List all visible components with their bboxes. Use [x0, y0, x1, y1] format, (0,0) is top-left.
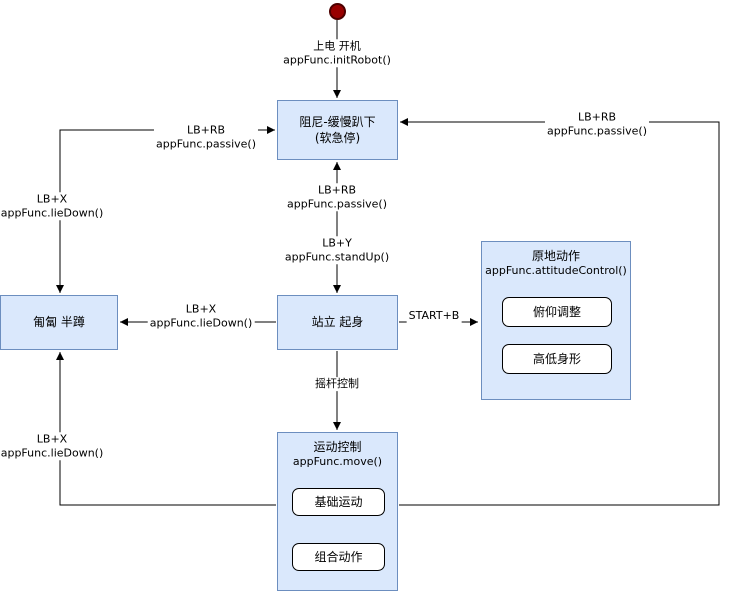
edge-label-passive-center-line1: LB+RB	[317, 183, 357, 197]
edge-label-lie-down-left-line1: LB+X	[36, 192, 68, 206]
initial-state-node	[329, 3, 346, 20]
edge-label-passive-right: LB+RB appFunc.passive()	[544, 110, 650, 138]
edge-label-start-b-line1: START+B	[408, 309, 460, 323]
edge-label-passive-right-line1: LB+RB	[577, 110, 617, 124]
node-stand-label: 站立 起身	[311, 315, 364, 330]
edge-label-lie-down-mid-line1: LB+X	[185, 302, 217, 316]
node-stand: 站立 起身	[277, 295, 398, 350]
edge-label-joystick: 摇杆控制	[313, 377, 361, 391]
edge-move-to-crouch	[56, 352, 276, 506]
node-crouch: 匍匐 半蹲	[0, 295, 118, 350]
edge-label-passive-center: LB+RB appFunc.passive()	[284, 183, 390, 211]
edge-label-passive-center-line2: appFunc.passive()	[286, 197, 388, 210]
node-pitch-adjust: 俯仰调整	[502, 297, 612, 327]
node-crouch-label: 匍匐 半蹲	[33, 315, 85, 330]
node-damping-title: 阻尼-缓慢趴下	[299, 114, 376, 129]
node-attitude-group: 原地动作 appFunc.attitudeControl() 俯仰调整 高低身形	[481, 241, 631, 400]
node-move-group: 运动控制 appFunc.move() 基础运动 组合动作	[277, 432, 398, 591]
node-body-height: 高低身形	[502, 344, 612, 374]
edge-label-joystick-line1: 摇杆控制	[315, 377, 359, 391]
edge-label-passive-left: LB+RB appFunc.passive()	[153, 123, 259, 151]
node-combo-motion: 组合动作	[292, 543, 385, 571]
edge-label-start-b: START+B	[406, 309, 462, 323]
edge-label-power-on: 上电 开机 appFunc.initRobot()	[281, 39, 393, 67]
edge-label-stand-up-line1: LB+Y	[322, 236, 352, 250]
edge-label-power-on-line2: appFunc.initRobot()	[283, 53, 391, 66]
edge-label-lie-down-bottom-line2: appFunc.lieDown()	[0, 446, 104, 459]
edge-label-lie-down-bottom-line1: LB+X	[36, 432, 68, 446]
node-combo-motion-label: 组合动作	[314, 549, 363, 564]
node-move-subtitle: appFunc.move()	[292, 455, 383, 469]
node-damping-subtitle: (软急停)	[314, 131, 361, 145]
node-attitude-title: 原地动作	[531, 249, 580, 263]
edge-label-passive-left-line1: LB+RB	[186, 123, 226, 137]
node-damping: 阻尼-缓慢趴下 (软急停)	[277, 100, 398, 160]
edge-label-lie-down-bottom: LB+X appFunc.lieDown()	[0, 432, 106, 460]
edge-label-passive-left-line2: appFunc.passive()	[155, 137, 257, 150]
edge-label-passive-right-line2: appFunc.passive()	[546, 124, 648, 137]
node-basic-motion: 基础运动	[292, 488, 385, 516]
node-move-title: 运动控制	[313, 440, 362, 454]
node-pitch-adjust-label: 俯仰调整	[532, 304, 581, 319]
edge-label-stand-up-line2: appFunc.standUp()	[284, 250, 390, 263]
node-body-height-label: 高低身形	[532, 351, 581, 366]
edge-label-lie-down-left-line2: appFunc.lieDown()	[0, 206, 104, 219]
edge-label-lie-down-mid: LB+X appFunc.lieDown()	[147, 302, 255, 330]
edge-label-power-on-line1: 上电 开机	[313, 39, 361, 53]
node-attitude-subtitle: appFunc.attitudeControl()	[485, 264, 627, 278]
edge-label-stand-up: LB+Y appFunc.standUp()	[282, 236, 392, 264]
edge-label-lie-down-left: LB+X appFunc.lieDown()	[0, 192, 106, 220]
node-basic-motion-label: 基础运动	[314, 494, 363, 509]
edge-label-lie-down-mid-line2: appFunc.lieDown()	[149, 316, 253, 329]
